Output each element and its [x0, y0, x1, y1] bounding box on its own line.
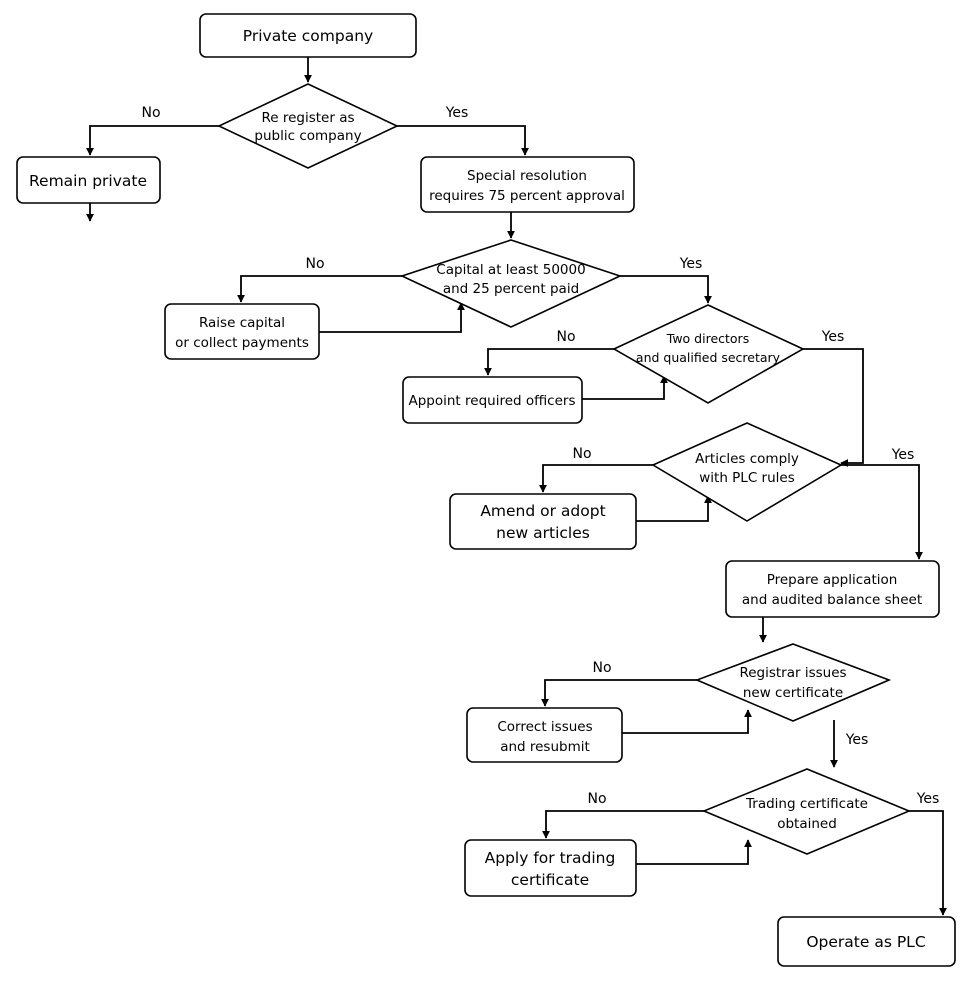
edge-reregister-yes [397, 125, 529, 156]
node-private-company: Private company [199, 13, 417, 58]
edge-directors-no [484, 348, 614, 376]
edge-reregister-no [86, 125, 219, 156]
decision-registrar-line-1: Registrar issues [739, 665, 846, 681]
node-correct-issues: Correct issues and resubmit [466, 707, 623, 763]
edge-capital-no [237, 275, 402, 303]
node-appoint-officers: Appoint required officers [402, 376, 583, 424]
label-articles-yes: Yes [891, 447, 915, 463]
node-apply-trading: Apply for trading certificate [464, 839, 637, 897]
decision-capital-line-1: Capital at least 50000 [436, 262, 585, 278]
node-amend-articles-line-2: new articles [496, 524, 590, 542]
node-prepare-application-line-2: and audited balance sheet [742, 592, 922, 608]
decision-directors: Two directors and qualified secretary [612, 304, 805, 404]
node-special-resolution-line-2: requires 75 percent approval [429, 188, 625, 204]
decision-registrar: Registrar issues new certificate [694, 643, 892, 722]
decision-re-register-line-2: public company [254, 128, 361, 144]
decision-capital: Capital at least 50000 and 25 percent pa… [399, 239, 623, 328]
decision-directors-line-1: Two directors [666, 331, 749, 346]
edge-apply-back [636, 839, 752, 865]
node-special-resolution-line-1: Special resolution [467, 168, 587, 184]
edges [86, 57, 947, 916]
node-amend-articles: Amend or adopt new articles [449, 493, 637, 550]
decision-re-register-line-1: Re register as [261, 110, 354, 126]
node-operate-plc: Operate as PLC [777, 916, 956, 967]
edge-articles-no [539, 464, 653, 493]
edge-appoint-back [582, 375, 668, 400]
edge-correct-back [622, 709, 752, 734]
node-raise-capital-line-2: or collect payments [175, 335, 309, 351]
decision-directors-line-2: and qualified secretary [636, 350, 781, 365]
node-amend-articles-line-1: Amend or adopt [480, 502, 605, 520]
decision-registrar-line-2: new certificate [743, 685, 843, 701]
node-prepare-application-line-1: Prepare application [767, 572, 898, 588]
decision-articles-line-2: with PLC rules [699, 470, 795, 486]
node-special-resolution: Special resolution requires 75 percent a… [420, 156, 635, 213]
decision-trading-line-2: obtained [777, 816, 837, 832]
label-directors-no: No [556, 329, 575, 345]
node-correct-issues-line-2: and resubmit [500, 739, 590, 755]
label-registrar-no: No [592, 660, 611, 676]
label-capital-no: No [305, 256, 324, 272]
label-reregister-no: No [141, 105, 160, 121]
decision-articles: Articles comply with PLC rules [651, 422, 843, 522]
edge-articles-yes [841, 464, 923, 560]
edge-trading-no [542, 810, 704, 839]
label-capital-yes: Yes [679, 256, 703, 272]
edge-trading-yes [909, 810, 947, 916]
node-remain-private: Remain private [16, 156, 161, 204]
edge-amend-back [636, 495, 712, 522]
node-remain-private-line-1: Remain private [29, 172, 147, 190]
label-articles-no: No [572, 446, 591, 462]
edge-raise-capital-back [319, 302, 465, 333]
node-apply-trading-line-2: certificate [511, 871, 589, 889]
label-registrar-yes: Yes [845, 732, 869, 748]
decision-re-register: Re register as public company [217, 83, 399, 169]
node-apply-trading-line-1: Apply for trading [485, 849, 616, 867]
edge-labels: No Yes No Yes No Yes No Yes No Yes No Ye… [141, 105, 939, 807]
node-private-company-line-1: Private company [243, 27, 373, 45]
node-appoint-officers-line-1: Appoint required officers [408, 393, 575, 409]
decision-trading-line-1: Trading certificate [745, 796, 868, 812]
decision-capital-line-2: and 25 percent paid [443, 281, 579, 297]
label-trading-yes: Yes [916, 791, 940, 807]
node-correct-issues-line-1: Correct issues [497, 719, 592, 735]
node-prepare-application: Prepare application and audited balance … [725, 560, 940, 618]
edge-capital-yes [620, 275, 712, 304]
decision-trading: Trading certificate obtained [701, 768, 912, 855]
label-trading-no: No [587, 791, 606, 807]
node-raise-capital-line-1: Raise capital [199, 315, 285, 331]
label-reregister-yes: Yes [445, 105, 469, 121]
edge-registrar-no [541, 679, 697, 707]
edge-directors-yes [803, 348, 864, 467]
decision-articles-line-1: Articles comply [695, 451, 799, 467]
node-raise-capital: Raise capital or collect payments [164, 303, 320, 360]
label-directors-yes: Yes [821, 329, 845, 345]
node-operate-plc-line-1: Operate as PLC [806, 933, 925, 951]
